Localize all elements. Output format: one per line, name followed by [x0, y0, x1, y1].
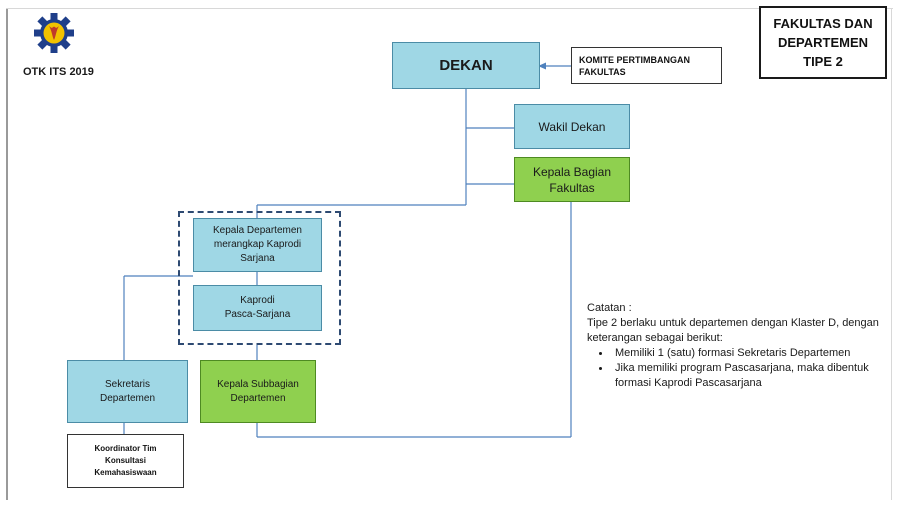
- koordinator-line-2: Konsultasi: [105, 456, 146, 465]
- kaprodi-pasca-line-2: Pasca-Sarjana: [224, 309, 291, 320]
- sekretaris-line-1: Sekretaris: [104, 378, 150, 390]
- kepala-subbagian-line-1: Kepala Subbagian: [217, 378, 299, 390]
- type-title-line-2: DEPARTEMEN: [777, 35, 869, 50]
- notes-item: Memiliki 1 (satu) formasi Sekretaris Dep…: [611, 346, 887, 361]
- notes-list: Memiliki 1 (satu) formasi Sekretaris Dep…: [587, 346, 887, 391]
- komite-line-2: FAKULTAS: [579, 66, 626, 77]
- notes-item: Jika memiliki program Pascasarjana, maka…: [611, 361, 887, 391]
- kepala-departemen-line-1: Kepala Departemen: [213, 225, 302, 236]
- type-title-line-3: TIPE 2: [803, 54, 843, 69]
- dekan-label: DEKAN: [439, 57, 493, 74]
- komite-line-1: KOMITE PERTIMBANGAN: [579, 54, 690, 65]
- otk-label: OTK ITS 2019: [23, 66, 94, 78]
- kaprodi-pasca-box: Kaprodi Pasca-Sarjana: [193, 285, 322, 331]
- komite-box: KOMITE PERTIMBANGAN FAKULTAS: [571, 47, 722, 84]
- slide-left-border: [6, 8, 8, 500]
- kepala-subbagian-box: Kepala Subbagian Departemen: [200, 360, 316, 423]
- departemen-group-dashed: [178, 211, 341, 345]
- koordinator-line-3: Kemahasiswaan: [94, 468, 157, 477]
- kepala-departemen-line-3: Sarjana: [240, 253, 275, 264]
- notes-heading: Catatan :: [587, 302, 632, 314]
- kepala-bagian-line-2: Fakultas: [549, 180, 595, 195]
- arrow-head-icon: [538, 62, 546, 70]
- its-logo-icon: [34, 13, 74, 53]
- koordinator-box: Koordinator Tim Konsultasi Kemahasiswaan: [67, 434, 184, 488]
- wakil-dekan-label: Wakil Dekan: [538, 119, 606, 134]
- kepala-subbagian-line-2: Departemen: [230, 392, 286, 404]
- kepala-departemen-box: Kepala Departemen merangkap Kaprodi Sarj…: [193, 218, 322, 272]
- sekretaris-box: Sekretaris Departemen: [67, 360, 188, 423]
- type-title-line-1: FAKULTAS DAN: [773, 16, 873, 31]
- kepala-bagian-box: Kepala Bagian Fakultas: [514, 157, 630, 202]
- kaprodi-pasca-line-1: Kaprodi: [240, 295, 275, 306]
- koordinator-line-1: Koordinator Tim: [94, 444, 157, 453]
- notes-intro: Tipe 2 berlaku untuk departemen dengan K…: [587, 317, 879, 344]
- kepala-bagian-line-1: Kepala Bagian: [532, 164, 612, 179]
- sekretaris-line-2: Departemen: [99, 392, 156, 404]
- wakil-dekan-box: Wakil Dekan: [514, 104, 630, 149]
- slide-right-border: [891, 8, 892, 500]
- slide-top-border: [6, 8, 893, 9]
- kepala-departemen-line-2: merangkap Kaprodi: [213, 239, 302, 250]
- type-title-box: FAKULTAS DAN DEPARTEMEN TIPE 2: [759, 6, 887, 79]
- notes-panel: Catatan : Tipe 2 berlaku untuk departeme…: [587, 301, 887, 391]
- dekan-box: DEKAN: [392, 42, 540, 89]
